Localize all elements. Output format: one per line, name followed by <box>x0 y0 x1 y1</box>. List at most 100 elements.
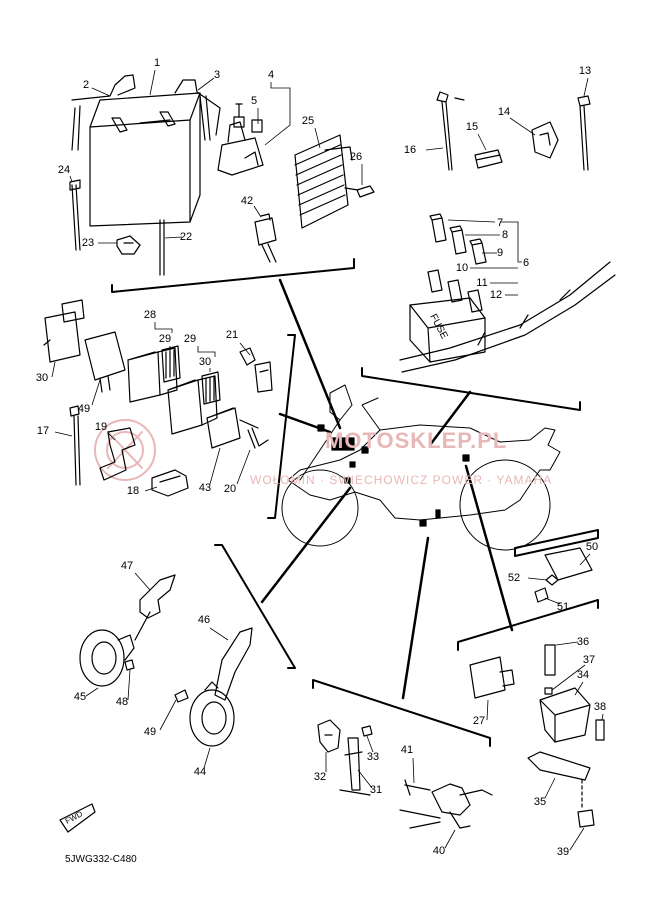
rectifier-regulator <box>294 134 353 229</box>
bolt-42 <box>404 779 431 796</box>
leader-line-3 <box>197 77 215 91</box>
leader-bottom-group <box>401 536 430 700</box>
battery-lead-negative <box>71 74 136 101</box>
callout-20: 20 <box>224 483 236 495</box>
group-bracket-top <box>111 258 355 293</box>
horn-46 <box>79 629 135 687</box>
callout-30: 30 <box>199 356 211 368</box>
leader-line-33 <box>366 735 374 753</box>
leader-line-42 <box>253 205 262 218</box>
callout-2: 2 <box>83 79 89 91</box>
leader-line-20 <box>236 449 251 485</box>
callout-15: 15 <box>466 121 478 133</box>
bolt-49-lower <box>174 689 189 703</box>
callout-33: 33 <box>367 751 379 763</box>
callout-51: 51 <box>557 601 569 613</box>
leader-line-31 <box>357 769 373 789</box>
leader-top-group <box>278 278 342 430</box>
fuse-label: FUSE <box>427 312 449 341</box>
leader-right-group <box>464 464 514 632</box>
clamp-17-head <box>436 91 465 103</box>
starter-relay <box>217 103 264 176</box>
leader-line-38 <box>601 713 604 721</box>
callout-9: 9 <box>497 247 503 259</box>
callout-30: 30 <box>36 372 48 384</box>
group-bracket-fuse <box>361 367 581 411</box>
cable-tie-14 <box>577 95 591 171</box>
callout-52: 52 <box>508 572 520 584</box>
unit-28 <box>469 656 515 699</box>
diagram-code: 5JWG332-C480 <box>65 854 137 865</box>
callout-49: 49 <box>78 403 90 415</box>
leader-line-17 <box>54 431 73 437</box>
reflector-51 <box>544 547 593 581</box>
fuse-box <box>409 297 486 363</box>
bolt-39 <box>595 719 605 741</box>
leader-line-41 <box>412 757 415 784</box>
callout-25: 25 <box>302 115 314 127</box>
group-bracket-right <box>457 599 599 651</box>
leader-line-39 <box>569 827 585 851</box>
callout-7: 7 <box>497 217 503 229</box>
callout-48: 48 <box>116 696 128 708</box>
horn-45 <box>189 681 235 747</box>
fwd-label: FWD <box>64 809 85 826</box>
nut-52 <box>534 587 549 603</box>
battery-lead-wire-2 <box>199 95 211 141</box>
connector-43 <box>254 213 277 263</box>
callout-18: 18 <box>127 485 139 497</box>
leader-line-43 <box>209 447 221 485</box>
leader-line-22 <box>164 236 183 239</box>
leader-line-25 <box>314 127 321 149</box>
watermark-title: MOTOSKLEP.PL <box>325 428 507 453</box>
leader-line-44 <box>203 747 211 769</box>
plate-36 <box>527 751 591 781</box>
leader-line-6 <box>500 221 522 263</box>
group-bracket-left <box>267 334 296 519</box>
leader-line-50 <box>579 553 591 566</box>
leader-line-46 <box>209 627 229 641</box>
nut-40 <box>577 809 595 828</box>
band-19 <box>151 469 189 497</box>
battery-lead-positive <box>174 79 221 136</box>
harness-line-2 <box>401 274 616 373</box>
callout-39: 39 <box>557 846 569 858</box>
relay-44 <box>206 407 259 449</box>
relay-31 <box>43 299 85 363</box>
clamp-22 <box>239 347 273 393</box>
callout-40: 40 <box>433 845 445 857</box>
callout-16: 16 <box>404 144 416 156</box>
callout-19: 19 <box>95 421 107 433</box>
leader-line-14 <box>509 117 536 136</box>
relay-50 <box>84 331 126 393</box>
battery <box>89 92 201 227</box>
callout-10: 10 <box>456 262 468 274</box>
leader-line-47 <box>134 572 151 591</box>
callout-38: 38 <box>594 701 606 713</box>
callout-34: 34 <box>577 669 589 681</box>
leader-line-18 <box>144 486 158 492</box>
leader-line-28 <box>154 322 173 333</box>
leader-line-34 <box>574 681 584 696</box>
cable-tie-18 <box>69 405 81 486</box>
leader-line-52 <box>527 577 548 581</box>
callout-35: 35 <box>534 796 546 808</box>
callout-13: 13 <box>579 65 591 77</box>
bracket-33 <box>317 719 341 753</box>
holder-15 <box>531 121 559 159</box>
callout-21: 21 <box>226 329 238 341</box>
callout-leaders <box>51 69 604 851</box>
screw-34 <box>361 725 373 737</box>
callout-24: 24 <box>58 164 70 176</box>
callout-8: 8 <box>502 229 508 241</box>
callout-44: 44 <box>194 766 206 778</box>
callout-22: 22 <box>180 231 192 243</box>
leader-line-16 <box>425 147 444 151</box>
callout-46: 46 <box>198 614 210 626</box>
callout-14: 14 <box>498 106 510 118</box>
washer-53 <box>545 574 559 586</box>
callout-43: 43 <box>199 482 211 494</box>
leader-line-13 <box>583 77 589 97</box>
